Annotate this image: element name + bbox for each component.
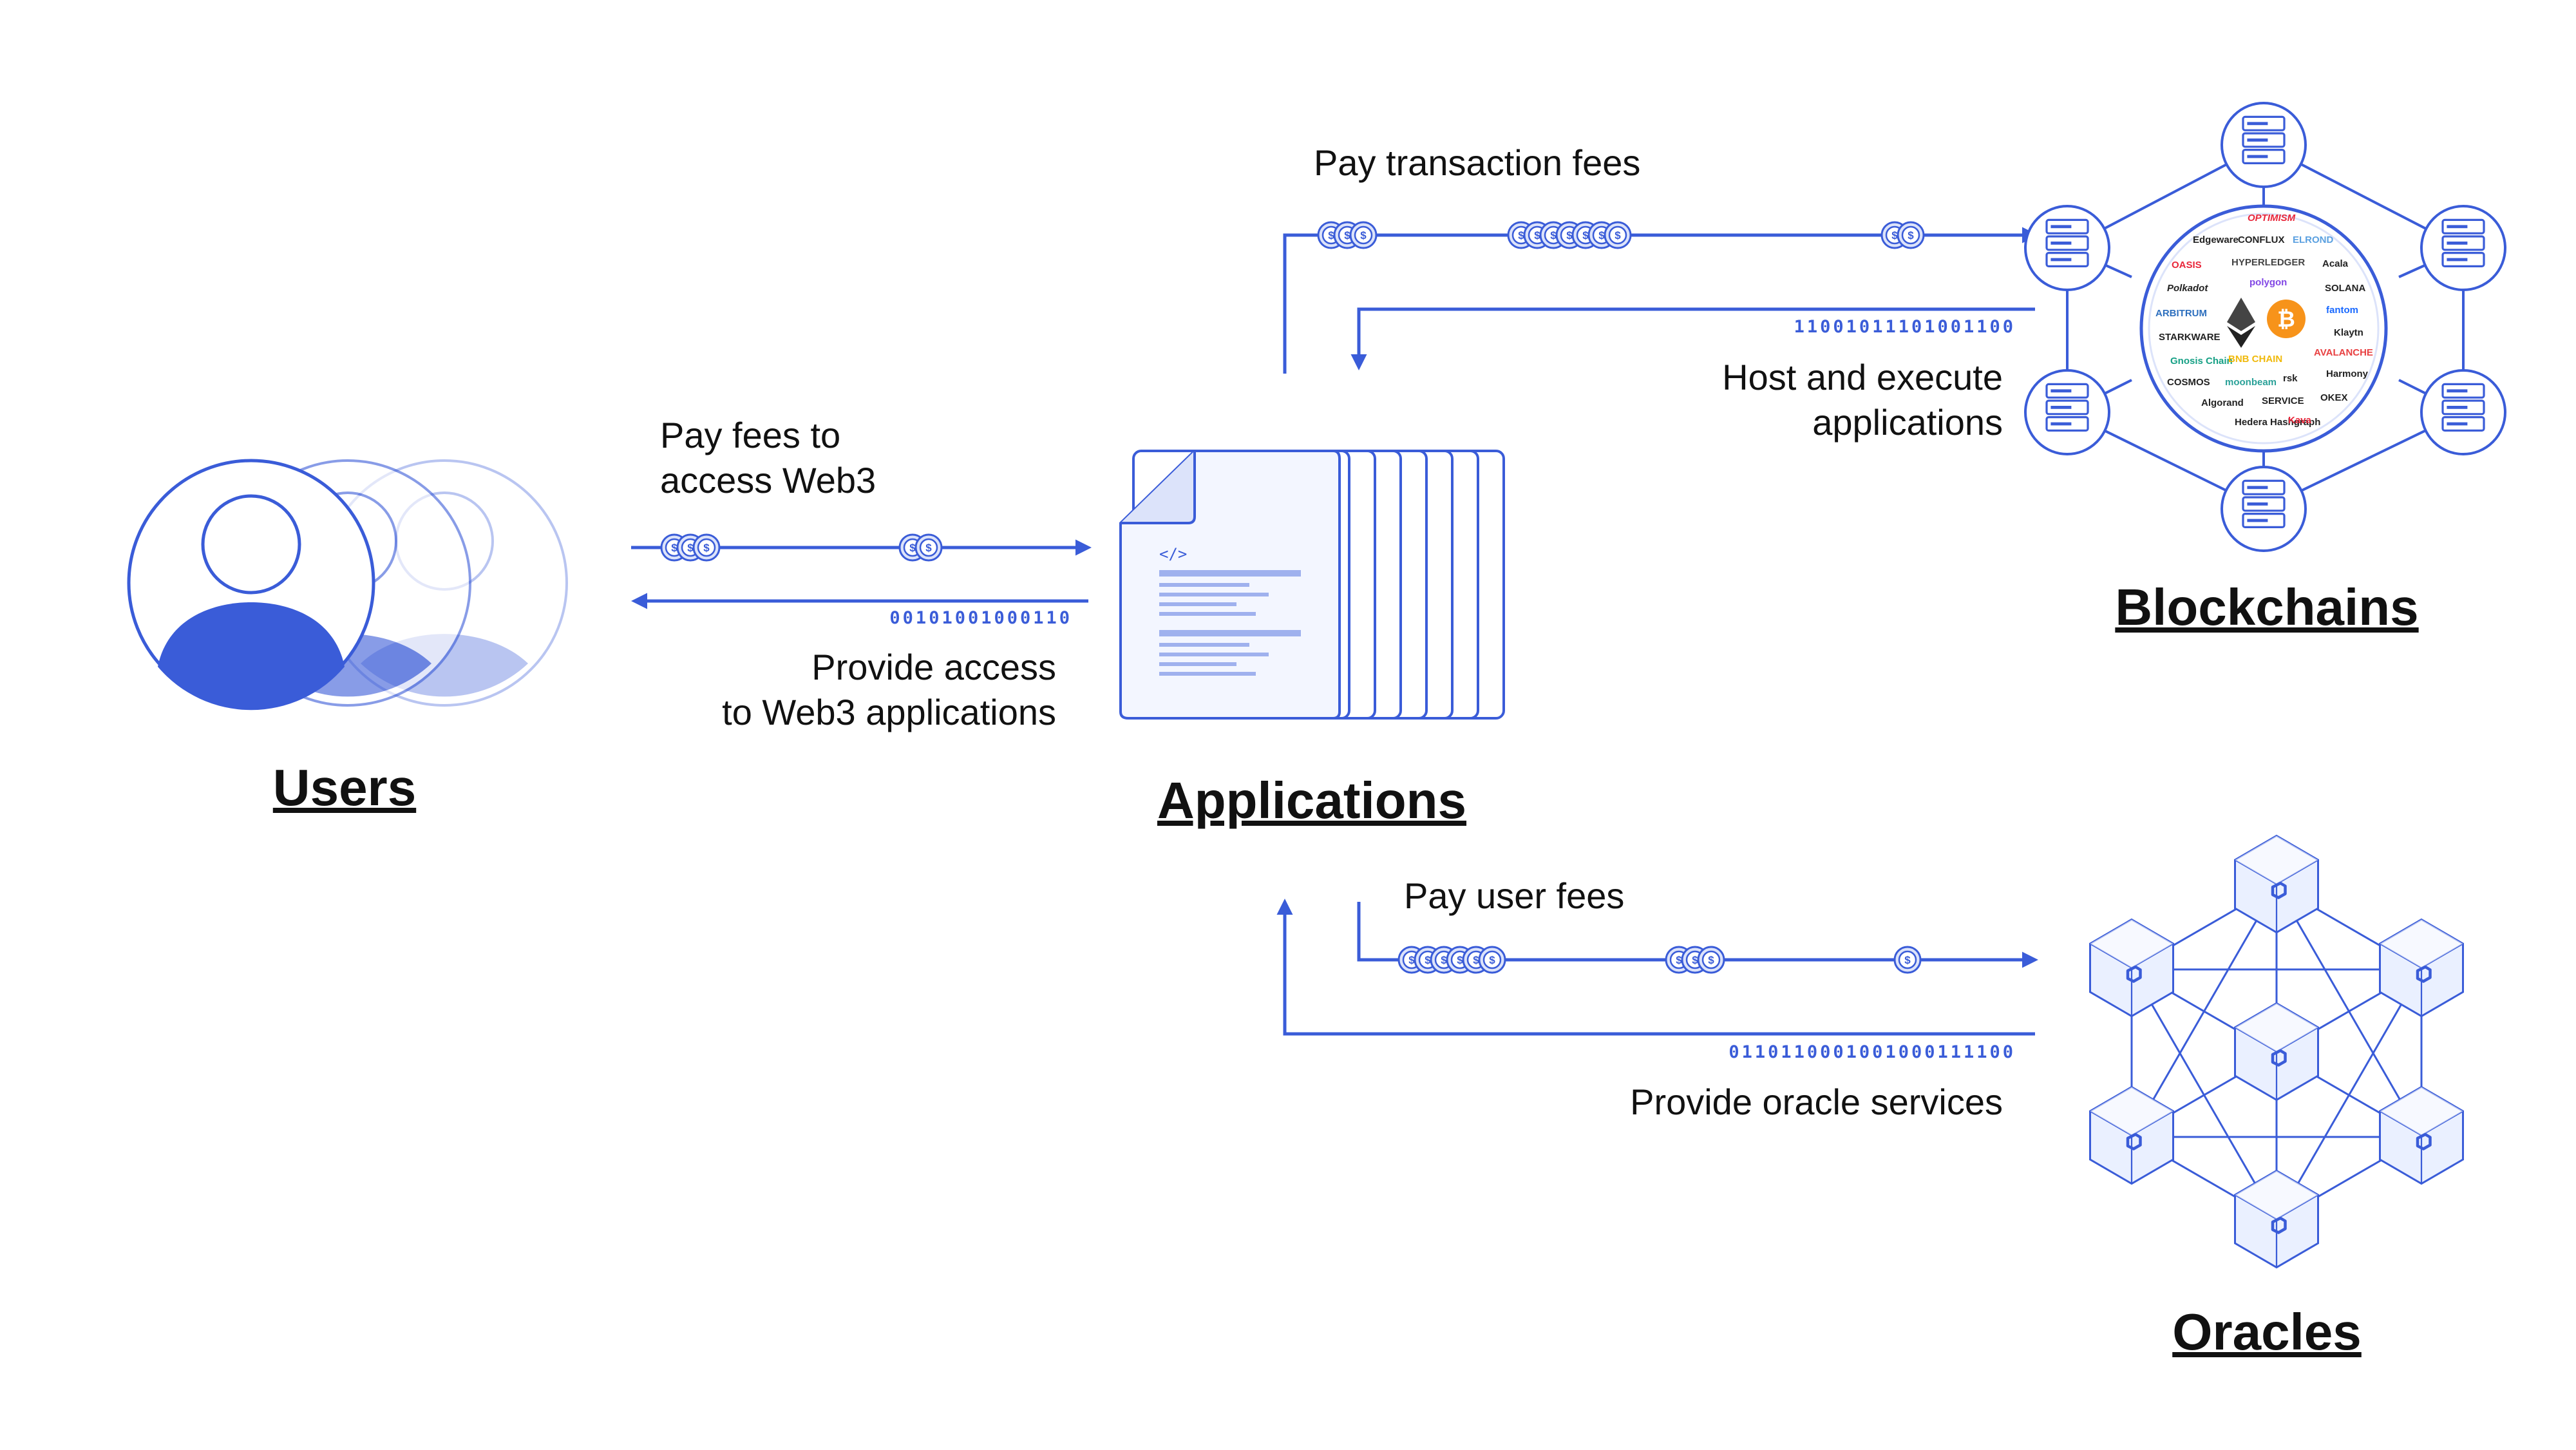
provide-access-label-line2: to Web3 applications <box>722 692 1056 732</box>
svg-text:Polkadot: Polkadot <box>2167 283 2208 294</box>
code-icon: </> <box>1159 545 1187 563</box>
provide-oracle-arrow <box>1276 899 2035 1036</box>
pay-fees-label-line2: access Web3 <box>660 460 876 501</box>
svg-text:moonbeam: moonbeam <box>2225 377 2277 388</box>
svg-text:ELROND: ELROND <box>2293 234 2334 245</box>
svg-text:rsk: rsk <box>2283 373 2298 384</box>
svg-text:Hedera Hashgraph: Hedera Hashgraph <box>2235 417 2320 428</box>
provide-oracle-label: Provide oracle services <box>1630 1082 2003 1122</box>
svg-text:Klaytn: Klaytn <box>2334 327 2363 338</box>
svg-text:Algorand: Algorand <box>2201 397 2244 408</box>
binary-apps-oracles: 0110110001001000111100 <box>1728 1042 2016 1062</box>
svg-text:Kava: Kava <box>2288 415 2312 426</box>
host-label-line1: Host and execute <box>1722 357 2003 397</box>
svg-text:COSMOS: COSMOS <box>2167 377 2210 388</box>
svg-text:SERVICE: SERVICE <box>2262 396 2304 406</box>
oracles-network-icon <box>2090 836 2463 1268</box>
svg-text:₿: ₿ <box>2277 307 2295 332</box>
blockchain-logos: OPTIMISM Edgeware CONFLUX ELROND OASIS H… <box>2155 213 2373 428</box>
svg-text:polygon: polygon <box>2249 277 2287 288</box>
pay-tx-fees-label: Pay transaction fees <box>1314 142 1640 183</box>
pay-fees-label-line1: Pay fees to <box>660 415 840 455</box>
svg-text:CONFLUX: CONFLUX <box>2238 234 2285 245</box>
provide-access-label-line1: Provide access <box>811 647 1056 687</box>
host-apps-arrow <box>1350 307 2035 370</box>
pay-tx-fees-arrow <box>1283 227 2038 374</box>
applications-icon: </> <box>1119 450 1505 720</box>
svg-text:OKEX: OKEX <box>2320 392 2348 403</box>
users-icon <box>127 459 568 711</box>
oracles-title: Oracles <box>2172 1303 2362 1360</box>
svg-text:Edgeware: Edgeware <box>2193 234 2239 245</box>
svg-text:STARKWARE: STARKWARE <box>2159 332 2221 343</box>
svg-text:Harmony: Harmony <box>2326 368 2369 379</box>
blockchains-network-icon: ₿ OPTIMISM Edgeware CONFLUX ELROND OASIS… <box>2024 102 2506 552</box>
svg-text:ARBITRUM: ARBITRUM <box>2155 308 2207 319</box>
svg-text:BNB CHAIN: BNB CHAIN <box>2228 354 2282 365</box>
svg-text:SOLANA: SOLANA <box>2325 283 2366 294</box>
svg-text:HYPERLEDGER: HYPERLEDGER <box>2231 257 2305 268</box>
bitcoin-icon: ₿ <box>2267 300 2306 338</box>
svg-text:Acala: Acala <box>2322 258 2349 269</box>
binary-users-apps: 00101001000110 <box>889 608 1072 628</box>
binary-apps-chains: 11001011101001100 <box>1794 317 2016 337</box>
svg-text:Gnosis Chain: Gnosis Chain <box>2170 356 2233 367</box>
pay-user-fees-arrow <box>1357 902 2038 968</box>
svg-text:OPTIMISM: OPTIMISM <box>2248 213 2296 224</box>
ethereum-icon <box>2227 298 2255 348</box>
svg-text:AVALANCHE: AVALANCHE <box>2314 347 2373 358</box>
blockchains-title: Blockchains <box>2115 578 2418 636</box>
svg-text:OASIS: OASIS <box>2172 260 2202 271</box>
pay-user-fees-label: Pay user fees <box>1404 875 1624 916</box>
svg-text:fantom: fantom <box>2326 305 2358 316</box>
host-label-line2: applications <box>1812 402 2003 443</box>
applications-title: Applications <box>1157 772 1466 829</box>
users-title: Users <box>273 759 416 816</box>
